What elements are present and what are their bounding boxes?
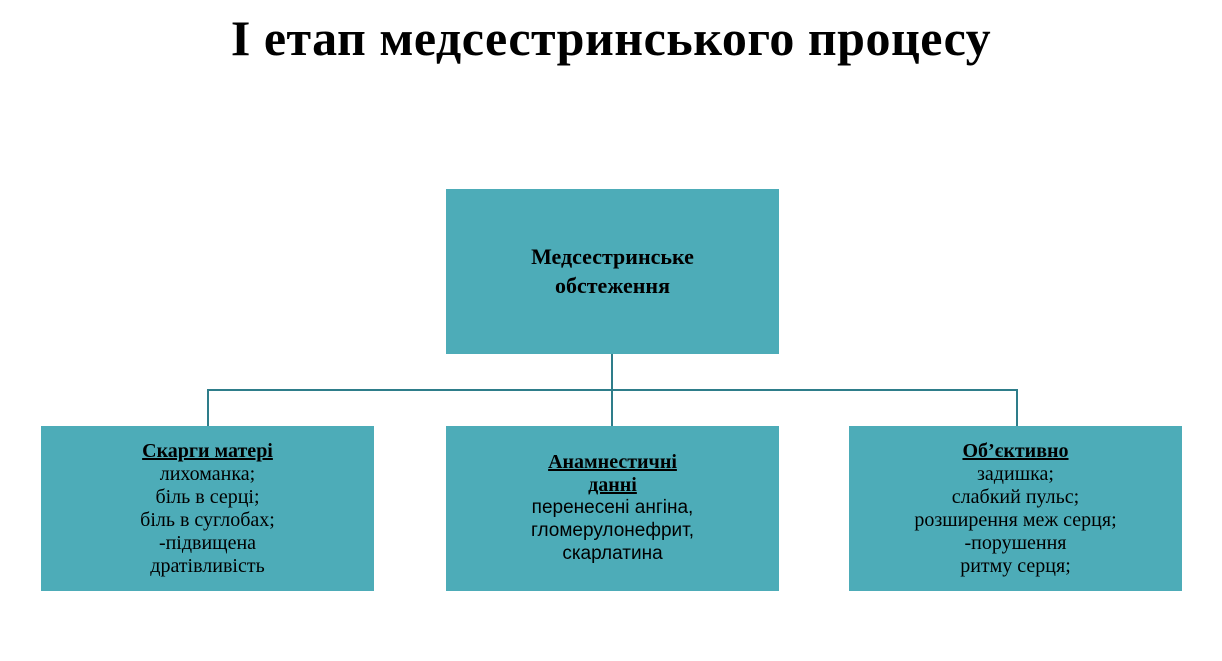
connector-right-drop — [1016, 389, 1018, 426]
connector-left-drop — [207, 389, 209, 426]
slide-title: І етап медсестринського процесу — [230, 10, 992, 66]
node-mother-complaints-body: лихоманка; біль в серці; біль в суглобах… — [140, 462, 275, 577]
node-mother-complaints: Скарги матері лихоманка; біль в серці; б… — [41, 426, 374, 591]
node-objective-findings: Об’єктивно задишка; слабкий пульс; розши… — [849, 426, 1182, 591]
node-nursing-examination: Медсестринське обстеження — [446, 189, 779, 354]
node-anamnestic-data: Анамнестичні данні перенесені ангіна, гл… — [446, 426, 779, 591]
node-anamnestic-data-body: перенесені ангіна, гломерулонефрит, скар… — [530, 497, 695, 564]
node-objective-findings-heading: Об’єктивно — [962, 439, 1069, 462]
node-mother-complaints-heading: Скарги матері — [142, 439, 273, 462]
node-objective-findings-body: задишка; слабкий пульс; розширення меж с… — [914, 462, 1117, 577]
connector-horizontal-bar — [207, 389, 1017, 391]
node-anamnestic-data-heading: Анамнестичні данні — [548, 451, 677, 497]
node-nursing-examination-label: Медсестринське обстеження — [531, 243, 694, 298]
